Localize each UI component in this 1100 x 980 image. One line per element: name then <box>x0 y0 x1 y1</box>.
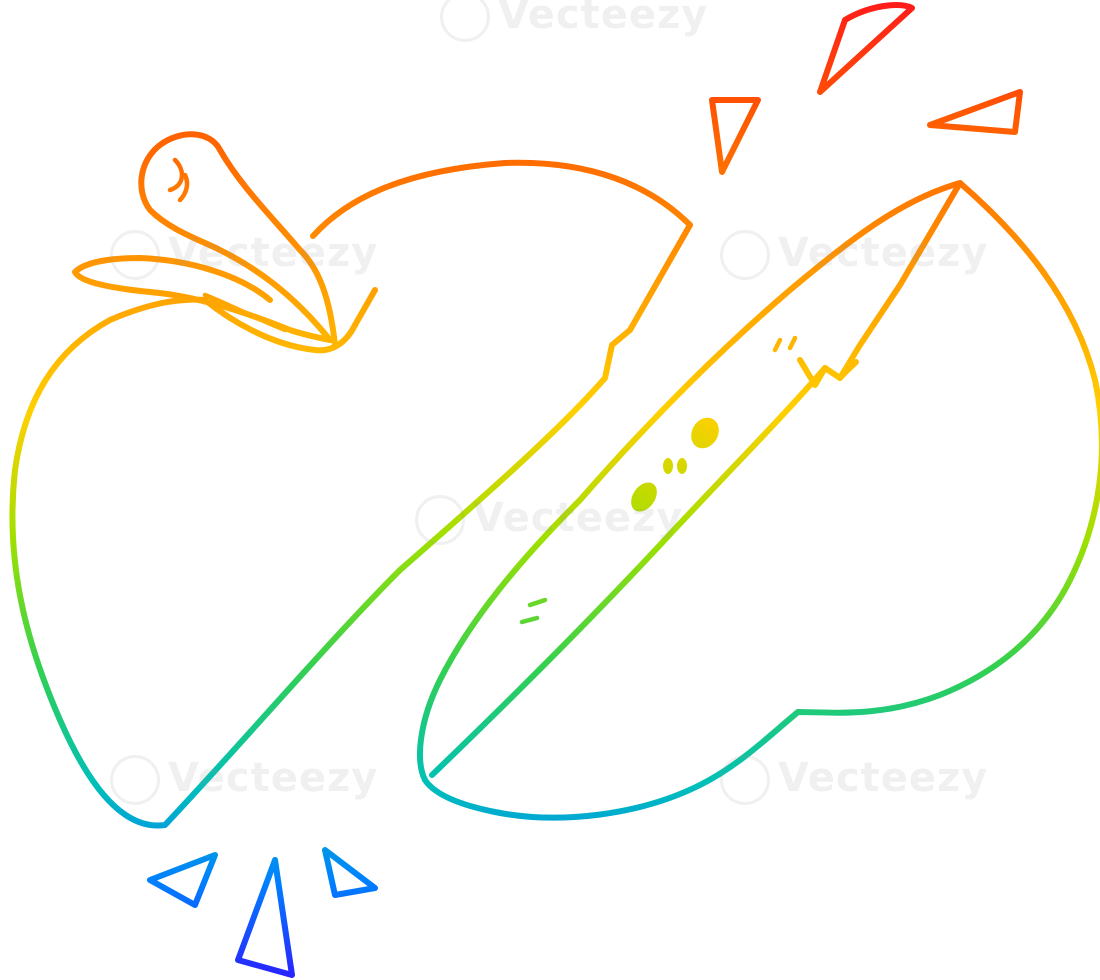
seed <box>631 482 657 512</box>
right-apple-half <box>417 180 1100 821</box>
juice-drops-top <box>709 2 1023 175</box>
stem <box>138 131 378 354</box>
juice-drops-bottom <box>147 847 378 978</box>
leaf <box>72 255 333 343</box>
seeds <box>519 335 798 625</box>
seed <box>691 417 719 449</box>
seed <box>677 458 687 474</box>
left-apple-half <box>9 159 693 829</box>
seed <box>663 458 673 474</box>
